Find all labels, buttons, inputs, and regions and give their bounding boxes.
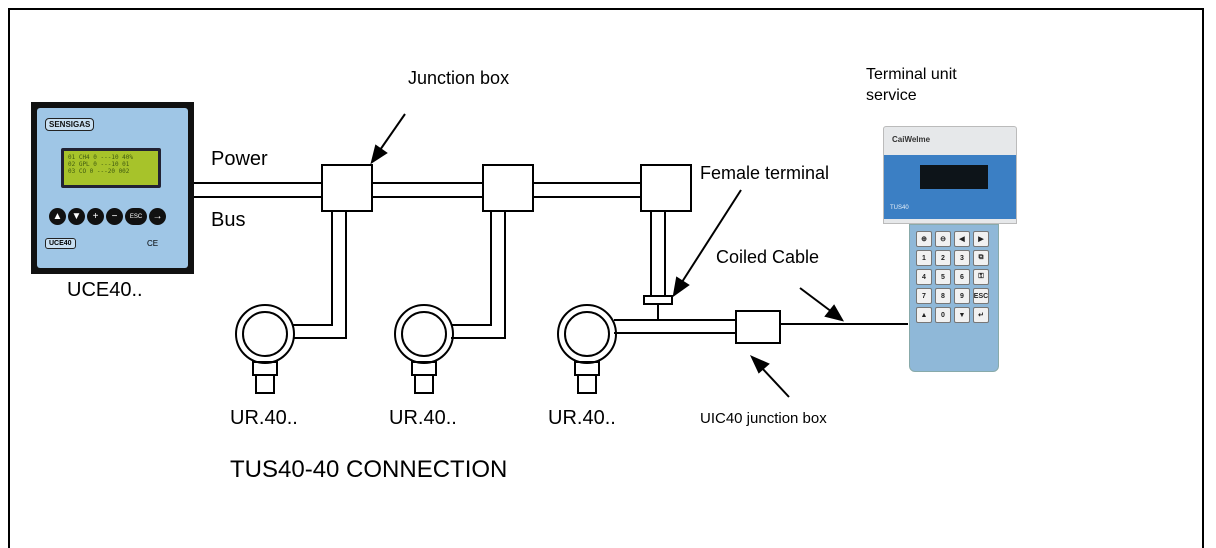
junction-box-3 bbox=[641, 165, 691, 211]
terminal-unit-label-line1: Terminal unit bbox=[866, 66, 957, 84]
drop-2-inner bbox=[451, 211, 505, 338]
drop-1-inner bbox=[293, 211, 346, 338]
uce-model-label: UCE40 bbox=[45, 238, 76, 249]
terminal-key: ⧉ bbox=[973, 250, 989, 266]
down-key: ▼ bbox=[68, 208, 85, 225]
lcd-line: 01 CH4 0 ---10 40% bbox=[68, 154, 154, 161]
junction-box-arrow bbox=[380, 114, 405, 150]
terminal-key: ⊖ bbox=[935, 231, 951, 247]
coiled-cable-arrow bbox=[800, 288, 832, 312]
junction-box-label: Junction box bbox=[408, 68, 509, 89]
uic40-label: UIC40 junction box bbox=[700, 410, 827, 427]
coiled-cable-label: Coiled Cable bbox=[716, 247, 819, 268]
uce40-label: UCE40.. bbox=[67, 279, 143, 302]
ur40-label-1: UR.40.. bbox=[230, 407, 298, 430]
terminal-key: ⚿ bbox=[973, 269, 989, 285]
terminal-key: ◀ bbox=[954, 231, 970, 247]
sensor-ur40-2 bbox=[395, 305, 453, 393]
enter-key: → bbox=[149, 208, 166, 225]
uce-lcd-display: 01 CH4 0 ---10 40% 02 GPL 0 ---10 01 03 … bbox=[61, 148, 161, 188]
terminal-brand-label: CaiWelme bbox=[892, 135, 930, 144]
lcd-line: 02 GPL 0 ---10 01 bbox=[68, 161, 154, 168]
terminal-key: ▼ bbox=[954, 307, 970, 323]
terminal-key: 4 bbox=[916, 269, 932, 285]
terminal-key: ▶ bbox=[973, 231, 989, 247]
bus-label: Bus bbox=[211, 209, 245, 232]
junction-box-arrowhead bbox=[372, 146, 386, 162]
up-key: ▲ bbox=[49, 208, 66, 225]
ur40-label-3: UR.40.. bbox=[548, 407, 616, 430]
terminal-key: 1 bbox=[916, 250, 932, 266]
terminal-key: 0 bbox=[935, 307, 951, 323]
terminal-key: ESC bbox=[973, 288, 989, 304]
drop-1-outer bbox=[293, 211, 332, 325]
sensor-ur40-3 bbox=[558, 305, 616, 393]
uic40-arrow bbox=[762, 368, 789, 397]
uce40-control-panel: SENSIGAS 01 CH4 0 ---10 40% 02 GPL 0 ---… bbox=[31, 102, 194, 274]
junction-box-1 bbox=[322, 165, 372, 211]
uic40-arrowhead bbox=[752, 357, 768, 372]
terminal-key: ▲ bbox=[916, 307, 932, 323]
ce-mark: CE bbox=[147, 239, 158, 248]
uic40-box bbox=[736, 311, 780, 343]
lcd-line: 03 CO 0 ---20 002 bbox=[68, 168, 154, 175]
junction-box-2 bbox=[483, 165, 533, 211]
diagram-title: TUS40-40 CONNECTION bbox=[230, 456, 507, 484]
terminal-key: 6 bbox=[954, 269, 970, 285]
power-label: Power bbox=[211, 148, 268, 171]
female-terminal bbox=[644, 296, 672, 304]
terminal-key: ⊕ bbox=[916, 231, 932, 247]
terminal-key: 7 bbox=[916, 288, 932, 304]
minus-key: − bbox=[106, 208, 123, 225]
terminal-key: 9 bbox=[954, 288, 970, 304]
terminal-key: 8 bbox=[935, 288, 951, 304]
uce-brand-label: SENSIGAS bbox=[45, 118, 94, 131]
terminal-key: 5 bbox=[935, 269, 951, 285]
terminal-key: 3 bbox=[954, 250, 970, 266]
sensor-ur40-1 bbox=[236, 305, 294, 393]
terminal-key: 2 bbox=[935, 250, 951, 266]
drop-2-outer bbox=[451, 211, 491, 325]
female-terminal-label: Female terminal bbox=[700, 163, 829, 184]
uce-keypad: ▲ ▼ + − ESC → bbox=[49, 208, 166, 225]
terminal-key: ↵ bbox=[973, 307, 989, 323]
terminal-screen bbox=[920, 165, 988, 189]
esc-key: ESC bbox=[125, 208, 147, 225]
female-terminal-arrowhead bbox=[674, 278, 688, 295]
terminal-unit-label-line2: service bbox=[866, 87, 917, 105]
terminal-model-label: TUS40 bbox=[890, 205, 909, 211]
ur40-label-2: UR.40.. bbox=[389, 407, 457, 430]
plus-key: + bbox=[87, 208, 104, 225]
